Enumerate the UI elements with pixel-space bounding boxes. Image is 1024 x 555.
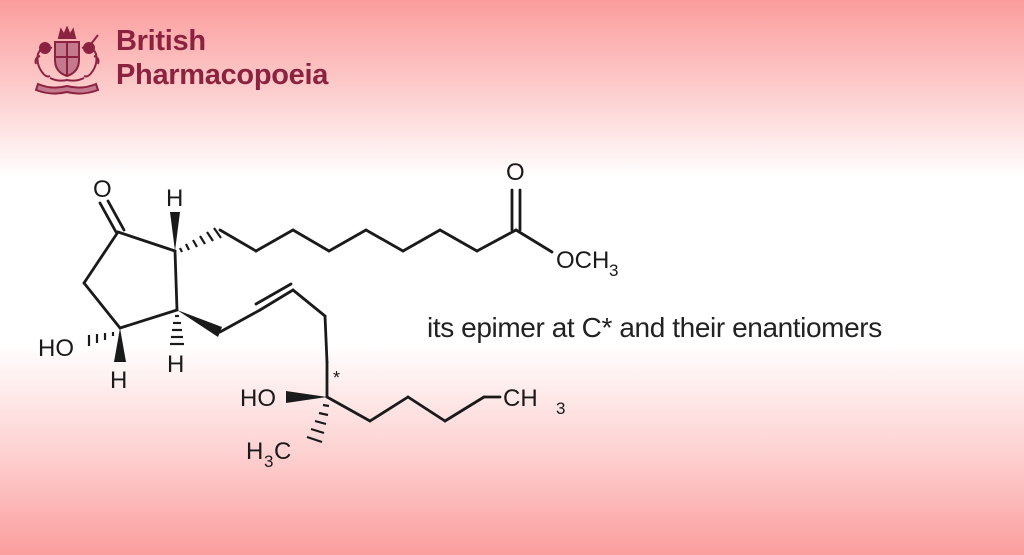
h-ring-mid-label: H: [167, 351, 184, 378]
terminal-methyl-subscript: 3: [556, 399, 565, 418]
wedge-bonds: [87, 212, 330, 444]
h-ring-lower-label: H: [110, 367, 127, 394]
chain-hydroxyl-label: HO: [240, 385, 276, 412]
british-pharmacopoeia-logo: British Pharmacopoeia: [26, 24, 366, 98]
chiral-star-label: *: [333, 368, 340, 388]
methoxy-label: OCH: [556, 247, 609, 274]
bond-lines: [82, 188, 554, 423]
royal-coat-of-arms-icon: [34, 26, 100, 95]
methyl-h-label: H: [246, 438, 263, 465]
methoxy-subscript: 3: [609, 261, 618, 280]
methyl-c-label: C: [274, 438, 291, 465]
brand-name: British Pharmacopoeia: [116, 24, 328, 92]
brand-line-1: British: [116, 25, 206, 57]
brand-line-2: Pharmacopoeia: [116, 59, 329, 91]
h-top-label: H: [166, 185, 183, 212]
atom-labels: O O OCH 3 H HO H H HO * CH 3 H 3 C: [38, 159, 618, 471]
epimer-caption: its epimer at C* and their enantiomers: [427, 312, 882, 343]
ring-hydroxyl-label: HO: [38, 335, 74, 362]
methyl-subscript: 3: [264, 452, 273, 471]
ester-oxygen-label: O: [506, 159, 525, 186]
ketone-oxygen-label: O: [93, 176, 112, 203]
terminal-methyl-label: CH: [503, 385, 538, 412]
